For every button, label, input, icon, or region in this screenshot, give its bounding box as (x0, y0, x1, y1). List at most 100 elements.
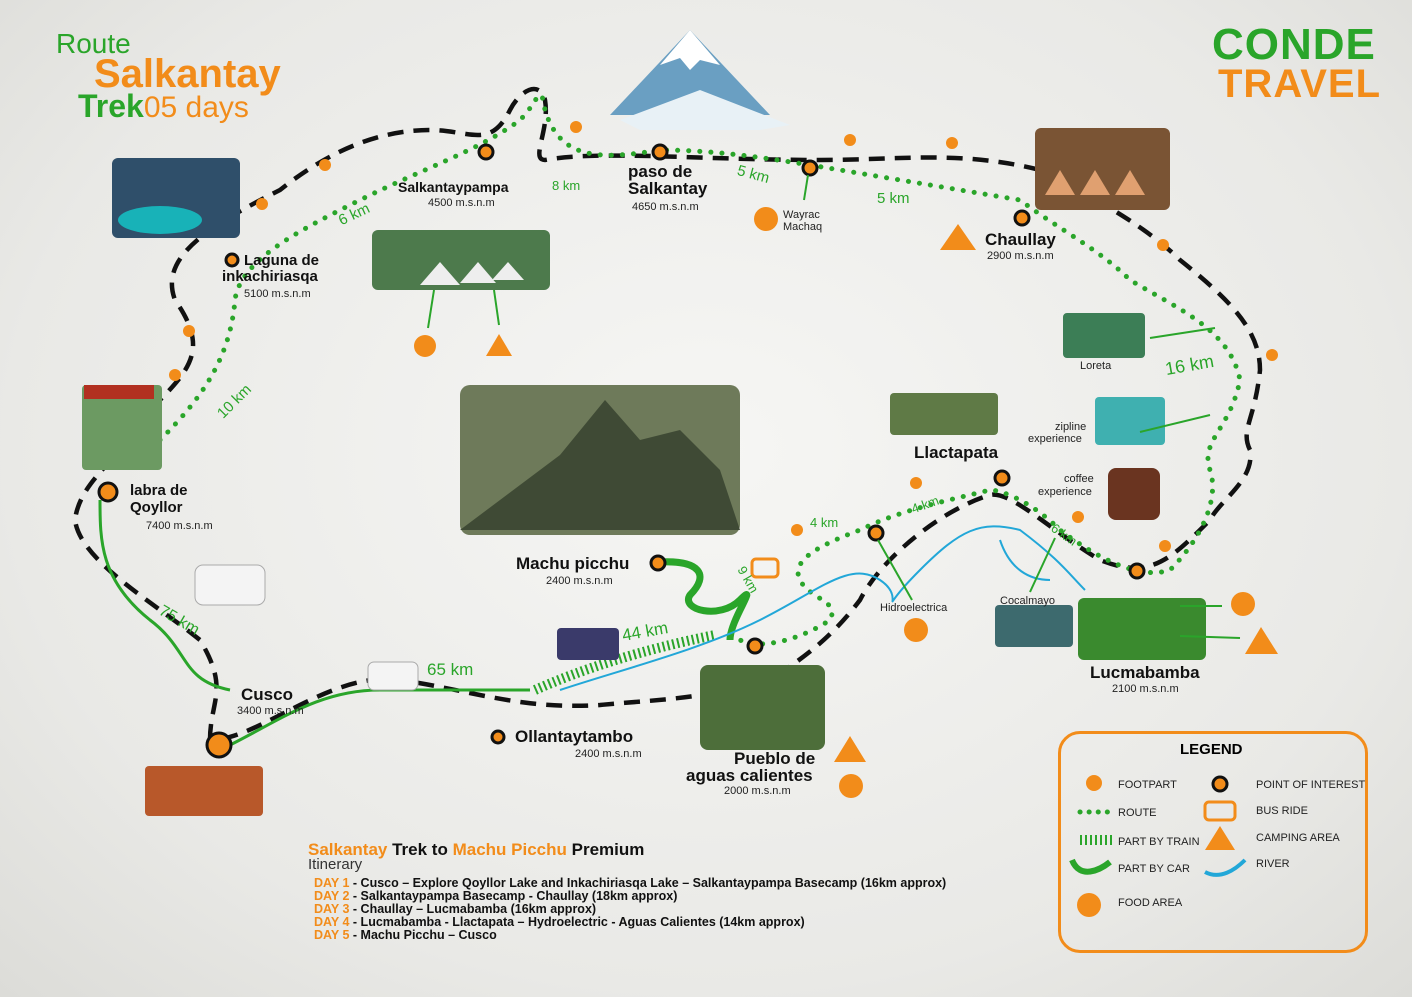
camping-icon (486, 334, 512, 356)
chaullay-image (1035, 128, 1170, 210)
poi-aguas (746, 637, 764, 655)
alt-ollantaytambo: 2400 m.s.n.m (575, 748, 642, 760)
distance-label: 5 km (877, 190, 910, 207)
poi-hidro (867, 524, 885, 542)
place-hidro: Hidroelectrica (880, 602, 948, 614)
hiker-icon (1072, 511, 1084, 523)
place-coffee-1: coffee (1064, 473, 1094, 485)
poi-paso (651, 143, 669, 161)
arrow (493, 289, 500, 326)
itinerary-day: DAY 4 - Lucmabamba - Llactapata – Hydroe… (314, 915, 805, 929)
loreta-image (1063, 313, 1145, 358)
logo-travel: TRAVEL (1218, 62, 1382, 106)
hiker-icon (169, 369, 181, 381)
place-cusco: Cusco (241, 685, 293, 704)
distance-label: 8 km (552, 178, 581, 193)
itinerary-day: DAY 3 - Chaullay – Lucmabamba (16km appr… (314, 902, 597, 916)
poi-wayrac (801, 159, 819, 177)
car-route-machu (659, 558, 751, 641)
place-chaullay: Chaullay (985, 230, 1056, 249)
hiker-icon (844, 134, 856, 146)
place-aguas-1: Pueblo de (734, 749, 816, 768)
hiker-icon (791, 524, 803, 536)
legend-footpart: FOOTPART (1118, 779, 1177, 791)
arrow (1149, 327, 1216, 339)
alt-paso: 4650 m.s.n.m (632, 201, 699, 213)
title-trek: Trek05 days (78, 88, 249, 124)
place-coffee-2: experience (1038, 486, 1092, 498)
poi-lucmabamba (1128, 562, 1146, 580)
legend-camping-icon (1205, 826, 1235, 850)
poi-labra (97, 481, 119, 503)
place-cocalmayo: Cocalmayo (1000, 595, 1056, 607)
itinerary-subtitle: Itinerary (308, 856, 363, 873)
alt-labra: 7400 m.s.n.m (146, 520, 213, 532)
itinerary-title: Salkantay Trek to Machu Picchu Premium (308, 840, 645, 859)
train-route (532, 630, 716, 695)
legend-car-icon (1069, 858, 1112, 875)
food-icon (1231, 592, 1255, 616)
food-icon (754, 207, 778, 231)
legend-poi: POINT OF INTEREST (1256, 779, 1366, 791)
arrow (803, 174, 809, 201)
legend-hiker-icon (1086, 775, 1102, 791)
alt-aguas: 2000 m.s.n.m (724, 785, 791, 797)
hiker-icon (910, 477, 922, 489)
legend-poi-icon (1211, 775, 1229, 793)
alt-lucmabamba: 2100 m.s.n.m (1112, 683, 1179, 695)
arrow (1139, 414, 1211, 433)
alt-laguna: 5100 m.s.n.m (244, 288, 311, 300)
legend-route: ROUTE (1118, 807, 1157, 819)
poi-cusco (205, 731, 233, 759)
bus-icon (750, 557, 780, 579)
river (559, 525, 1086, 691)
legend-food-icon (1077, 893, 1101, 917)
place-llactapata: Llactapata (914, 443, 999, 462)
aguas-image (700, 665, 825, 750)
camping-icon (834, 736, 866, 762)
arrow (877, 539, 913, 601)
place-zipline-1: zipline (1055, 421, 1087, 433)
legend-river: RIVER (1256, 858, 1290, 870)
camping-icon (1245, 627, 1278, 654)
legend-bus: BUS RIDE (1256, 805, 1308, 817)
lucmabamba-image (1078, 598, 1206, 660)
alt-machu: 2400 m.s.n.m (546, 575, 613, 587)
place-paso-1: paso de (628, 162, 693, 181)
arrow (427, 289, 435, 329)
trail-dotted (157, 92, 1243, 647)
place-aguas-2: aguas calientes (686, 766, 813, 785)
place-machu: Machu picchu (516, 554, 630, 573)
place-labra-1: labra de (130, 482, 188, 499)
car-route-cusco-labra (98, 499, 231, 692)
poi-chaullay (1013, 209, 1031, 227)
legend-car: PART BY CAR (1118, 863, 1190, 875)
sign-image (82, 385, 162, 470)
llactapata-image (890, 393, 998, 435)
train-image (557, 628, 619, 660)
food-icon (904, 618, 928, 642)
food-icon (839, 774, 863, 798)
van-image-2 (367, 661, 419, 691)
title-route: Route (56, 28, 131, 59)
legend-food: FOOD AREA (1118, 897, 1183, 909)
place-wayrac-1: Wayrac (783, 209, 820, 221)
coffee-image (1108, 468, 1160, 520)
camping-icon (940, 224, 976, 250)
distance-label: 4 km (810, 515, 839, 530)
poi-laguna (224, 252, 240, 268)
itinerary-day: DAY 5 - Machu Picchu – Cusco (314, 928, 497, 942)
legend-river-icon (1204, 858, 1247, 877)
arrow (1029, 537, 1056, 593)
place-ollantaytambo: Ollantaytambo (515, 727, 634, 746)
place-zipline-2: experience (1028, 433, 1082, 445)
alt-salkantaypampa: 4500 m.s.n.m (428, 197, 495, 209)
river-branch (999, 539, 1051, 581)
place-lucmabamba: Lucmabamba (1090, 663, 1200, 682)
title-salkantay: Salkantay (94, 52, 281, 96)
place-loreta: Loreta (1080, 360, 1112, 372)
food-icon (414, 335, 436, 357)
mountain-image (610, 30, 790, 130)
itinerary-day: DAY 1 - Cusco – Explore Qoyllor Lake and… (314, 876, 947, 890)
place-salkantaypampa: Salkantaypampa (398, 179, 509, 195)
